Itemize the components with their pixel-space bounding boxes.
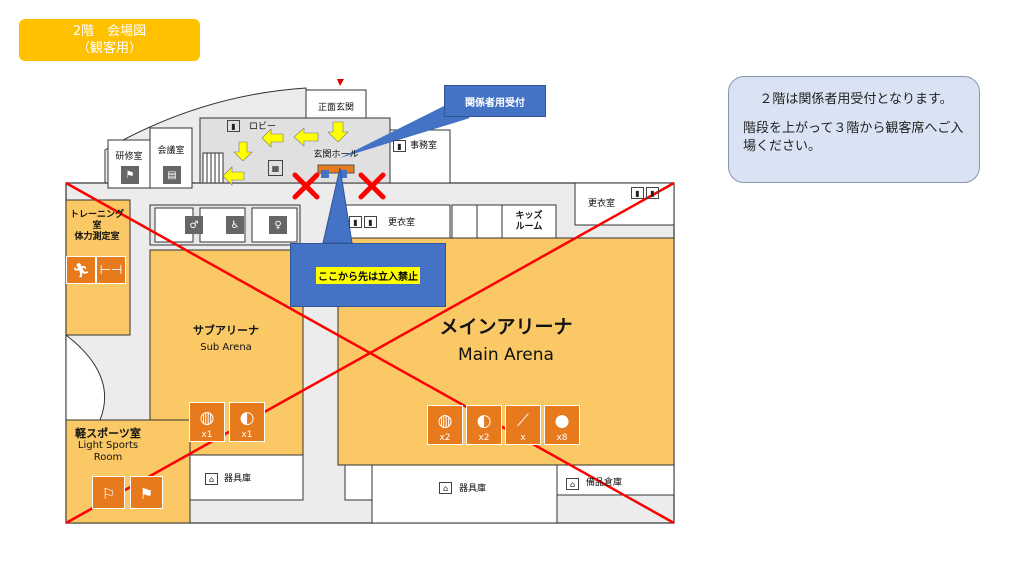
reception-callout-text: 関係者用受付	[465, 97, 525, 109]
locker-icon: ▮	[364, 216, 377, 228]
floor-title: 2階 会場図	[72, 24, 147, 39]
notice-line-1: ２階は関係者用受付となります。	[759, 92, 953, 107]
main-arena-icon-3: ⟋ x	[505, 405, 541, 445]
dumbbell-icon: ⊢⊣	[96, 256, 126, 284]
basketball-icon: ◍	[199, 408, 215, 428]
closed-area-cross	[65, 181, 675, 525]
locker-icon: ▮	[349, 216, 362, 228]
sub-arena-icon-2: ◐ x1	[229, 402, 265, 442]
kids-room	[501, 204, 557, 239]
main-arena-icon-4: ● x8	[544, 405, 580, 445]
reception-desk	[317, 164, 355, 174]
storage-room-2	[371, 464, 558, 524]
exercise-icon: ⚐	[92, 476, 125, 509]
office-icon: ▮	[393, 140, 406, 152]
locker-room-label: 更衣室	[588, 199, 616, 209]
training-gym-label: トレーニング 室 体力測定室	[69, 210, 125, 242]
stairs	[202, 152, 224, 184]
basketball-icon: ◍	[437, 411, 453, 431]
main-arena-icon-2: ◐ x2	[466, 405, 502, 445]
audience-label: （観客用）	[76, 41, 142, 56]
sub-arena-icon-1: ◍ x1	[189, 402, 225, 442]
volleyball-icon: ◐	[239, 408, 255, 428]
storage-label: 器具庫	[459, 484, 487, 494]
light-sports-room	[65, 419, 191, 524]
notice-box: ２階は関係者用受付となります。 階段を上がって３階から観客席へご入場ください。	[728, 76, 980, 183]
reception-callout: 関係者用受付	[444, 85, 546, 117]
kids-room-label: キッズ ルーム	[515, 211, 543, 232]
route-arrows	[222, 121, 349, 186]
no-entry-callout: ここから先は立入禁止	[290, 243, 446, 307]
locker-room-right	[574, 182, 675, 226]
locker-icon: ▮	[646, 187, 659, 199]
volleyball-icon: ◐	[476, 411, 492, 431]
meeting-room-label: 会議室	[157, 146, 185, 156]
office-label: 事務室	[410, 141, 438, 151]
accessible-restroom-icon: ♿	[226, 216, 244, 234]
vending-icon: ▦	[268, 160, 283, 176]
lobby-icon: ▮	[227, 120, 240, 132]
exercise-icon: ⚑	[130, 476, 163, 509]
locker-icon: ▮	[631, 187, 644, 199]
main-arena-icon-1: ◍ x2	[427, 405, 463, 445]
storage-room-1	[189, 454, 304, 501]
entrance-marker	[337, 79, 344, 86]
storage-label: 備品倉庫	[586, 478, 623, 488]
floor-title-badge: 2階 会場図 （観客用）	[19, 19, 200, 61]
no-entry-marks	[292, 172, 386, 200]
notice-line-2: 階段を上がって３階から観客席へご入場ください。	[743, 121, 964, 154]
locker-room-label: 更衣室	[388, 218, 416, 228]
training-room-small	[107, 139, 151, 189]
badminton-icon: ⟋	[517, 411, 529, 431]
running-icon: 🏃︎	[66, 256, 96, 284]
training-room-label: 研修室	[115, 152, 143, 162]
storage-icon: ⌂	[439, 482, 452, 494]
light-sports-label: 軽スポーツ室	[75, 427, 141, 440]
entrance-label: 正面玄関	[317, 103, 355, 113]
sub-arena-english-label: Sub Arena	[200, 342, 252, 353]
meeting-icon: ▤	[163, 166, 181, 184]
no-entry-callout-text: ここから先は立入禁止	[316, 266, 420, 284]
locker-room-center	[344, 204, 451, 239]
restroom-icon: ♀	[269, 216, 287, 234]
storage-label: 器具庫	[224, 474, 252, 484]
entrance-hall-label: 玄関ホール	[313, 150, 359, 160]
restroom-icon: ♂	[185, 216, 203, 234]
table-tennis-icon: ●	[554, 411, 570, 431]
storage-icon: ⌂	[205, 473, 218, 485]
lobby-label: ロビー	[249, 122, 277, 132]
sub-arena-label: サブアリーナ	[193, 324, 259, 337]
light-sports-english-label: Light Sports Room	[77, 440, 139, 463]
storage-icon: ⌂	[566, 478, 579, 490]
main-arena-label: メインアリーナ	[439, 316, 573, 338]
training-icon: ⚑	[121, 166, 139, 184]
main-arena-english-label: Main Arena	[458, 345, 554, 365]
